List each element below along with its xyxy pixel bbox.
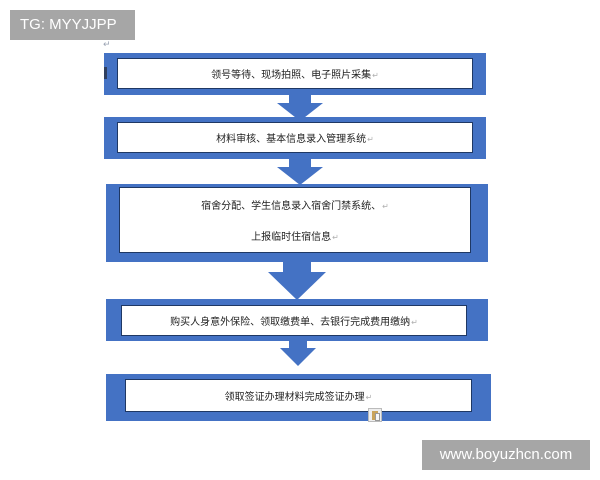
flow-step-2-label-box: 材料审核、基本信息录入管理系统↵ xyxy=(117,122,473,153)
flow-step-5-text: 领取签证办理材料完成签证办理↵ xyxy=(224,392,373,403)
flow-step-1-text: 领号等待、现场拍照、电子照片采集↵ xyxy=(211,70,379,81)
anchor-handle xyxy=(104,67,107,79)
arrow-down-icon xyxy=(277,95,323,121)
arrow-down-icon xyxy=(277,159,323,185)
flow-step-3-text-line-1: 宿舍分配、学生信息录入宿舍门禁系统、↵ xyxy=(201,201,389,212)
arrow-down-icon xyxy=(280,341,316,366)
flow-step-3-text-line-2: 上报临时住宿信息↵ xyxy=(251,232,339,243)
watermark-bottom-right: www.boyuzhcn.com xyxy=(422,440,590,470)
watermark-top-left: TG: MYYJJPP xyxy=(10,10,135,40)
paste-options-icon[interactable] xyxy=(368,408,382,422)
flow-step-2-text: 材料审核、基本信息录入管理系统↵ xyxy=(216,134,374,145)
paragraph-mark: ↵ xyxy=(103,40,111,50)
flow-step-4-text: 购买人身意外保险、领取缴费单、去银行完成费用缴纳↵ xyxy=(170,317,418,328)
flow-step-1-label-box: 领号等待、现场拍照、电子照片采集↵ xyxy=(117,58,473,89)
arrow-down-icon xyxy=(268,262,326,300)
flow-step-5-label-box: 领取签证办理材料完成签证办理↵ xyxy=(125,379,472,412)
flow-step-3-label-box: 宿舍分配、学生信息录入宿舍门禁系统、↵ 上报临时住宿信息↵ xyxy=(119,187,471,253)
flow-step-4-label-box: 购买人身意外保险、领取缴费单、去银行完成费用缴纳↵ xyxy=(121,305,467,336)
